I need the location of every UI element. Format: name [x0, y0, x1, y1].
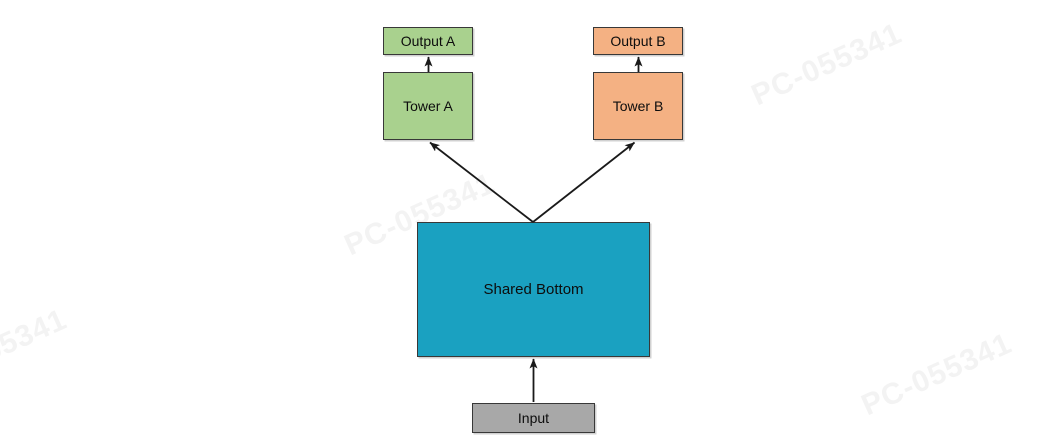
watermark-text: PC-055341	[0, 302, 72, 399]
node-tower-b: Tower B	[593, 72, 683, 140]
node-output-b: Output B	[593, 27, 683, 55]
node-shared-bottom: Shared Bottom	[417, 222, 650, 357]
node-output-a: Output A	[383, 27, 473, 55]
watermark-text: PC-055341	[856, 326, 1017, 423]
node-input: Input	[472, 403, 595, 433]
node-tower-a: Tower A	[383, 72, 473, 140]
edge-shared-bottom-to-tower-b	[532, 141, 636, 223]
watermark-text: PC-055341	[746, 16, 907, 113]
